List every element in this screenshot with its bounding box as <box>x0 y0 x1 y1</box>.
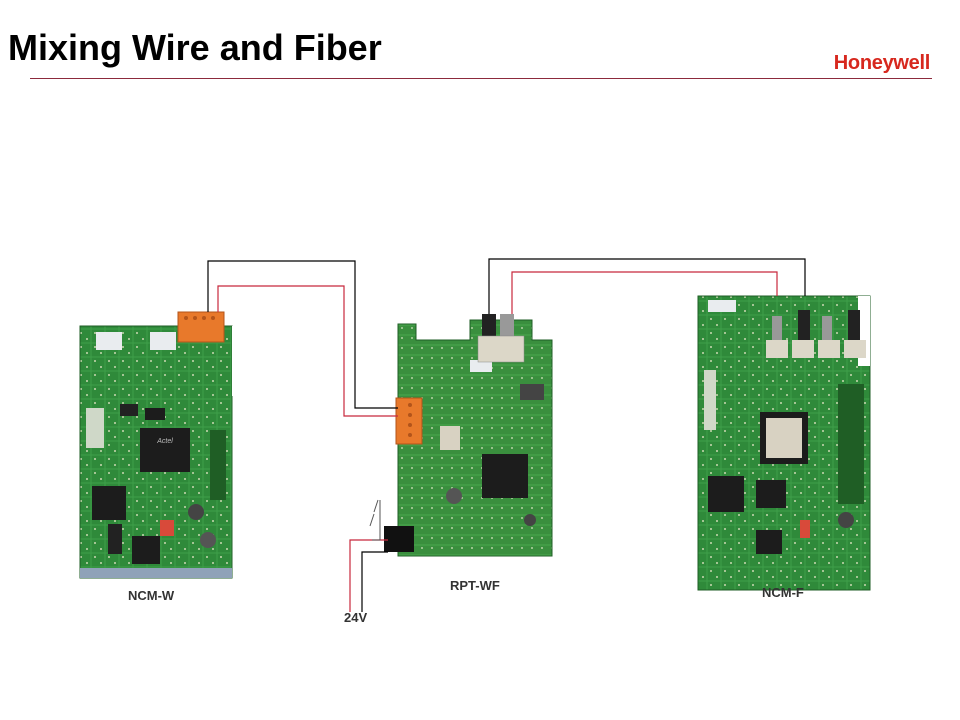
ncm-w-main-chip <box>140 428 190 472</box>
power-label: 24V <box>344 610 368 625</box>
rpt-wf-power-connector <box>384 526 414 552</box>
fiber-black-rptwf-ncmf <box>488 258 806 314</box>
ncm-w-terminal-block <box>177 311 225 343</box>
ncm-f-cpu-chip <box>708 476 744 512</box>
power-wire-red <box>349 539 388 612</box>
rpt-wf-board <box>384 314 553 557</box>
fiber-red-rptwf-ncmf <box>511 271 778 314</box>
ncm-f-label: NCM-F <box>762 585 804 600</box>
svg-text:Actel: Actel <box>156 438 173 445</box>
ncm-w-label: NCM-W <box>128 588 175 603</box>
power-wire-black <box>361 551 388 612</box>
ground-wire <box>372 500 381 541</box>
honeywell-logo: Honeywell <box>833 52 931 74</box>
wire-black-ncmw-rptwf <box>207 260 398 409</box>
ncm-f-fiber-ports <box>766 310 866 358</box>
rpt-wf-label: RPT-WF <box>450 578 500 593</box>
wiring <box>207 258 806 612</box>
ncm-w-board: Actel <box>79 311 240 579</box>
ncm-w-cpu-chip <box>92 486 126 520</box>
title-rule <box>30 78 932 79</box>
wire-red-ncmw-rptwf <box>217 285 398 417</box>
slide-title: Mixing Wire and Fiber <box>8 27 382 68</box>
rpt-wf-main-chip <box>482 454 528 498</box>
ncm-f-board <box>697 295 871 591</box>
